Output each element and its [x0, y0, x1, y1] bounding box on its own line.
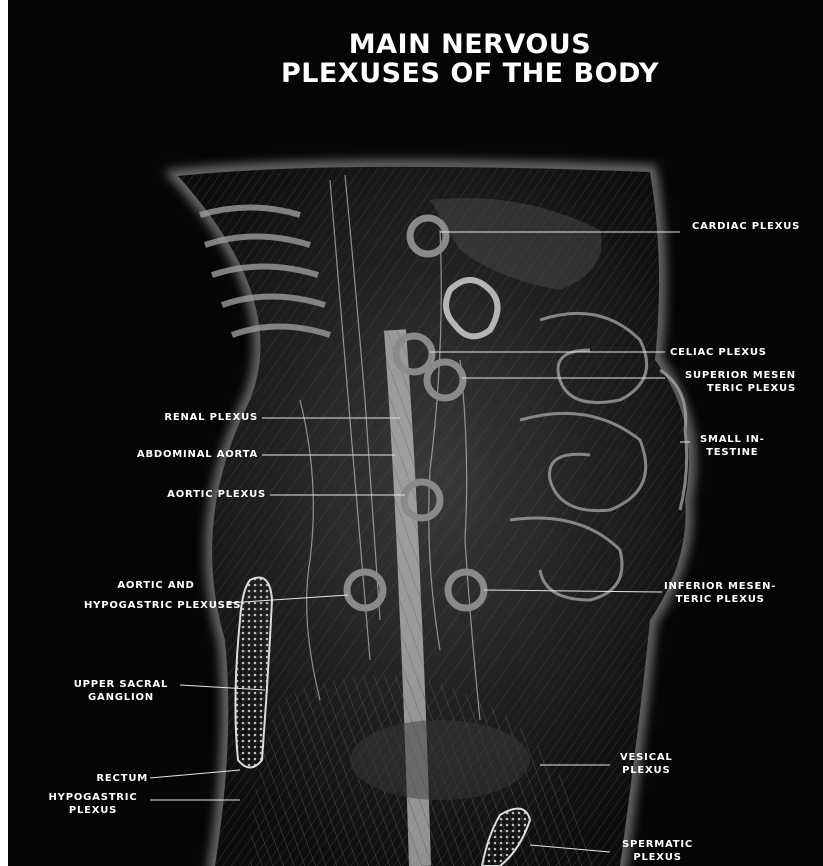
label-aortic-and-line2: HYPOGASTRIC PLEXUSES — [84, 599, 228, 612]
label-renal-plexus-text: RENAL PLEXUS — [130, 411, 258, 424]
label-rectum-text: RECTUM — [60, 772, 148, 785]
label-inferior-mesenteric-line2: TERIC PLEXUS — [664, 593, 776, 606]
label-celiac-plexus: CELIAC PLEXUS — [670, 346, 767, 359]
title-line-1: MAIN NERVOUS — [210, 30, 730, 59]
label-abdominal-aorta-text: ABDOMINAL AORTA — [100, 448, 258, 461]
label-vesical-plexus: VESICAL PLEXUS — [620, 751, 673, 777]
label-superior-mesenteric-line1: SUPERIOR MESEN — [685, 369, 796, 382]
label-small-intestine: SMALL IN- TESTINE — [700, 433, 765, 459]
label-small-intestine-line1: SMALL IN- — [700, 433, 765, 446]
label-cardiac-plexus-text: CARDIAC PLEXUS — [692, 220, 800, 233]
label-rectum: RECTUM — [60, 772, 148, 785]
label-vesical-line1: VESICAL — [620, 751, 673, 764]
label-spermatic-plexus: SPERMATIC PLEXUS — [622, 838, 693, 864]
label-upper-sacral-line1: UPPER SACRAL — [62, 678, 180, 691]
label-abdominal-aorta: ABDOMINAL AORTA — [100, 448, 258, 461]
label-spermatic-line1: SPERMATIC — [622, 838, 693, 851]
label-aortic-and-hypogastric-plexuses: AORTIC AND HYPOGASTRIC PLEXUSES — [84, 579, 228, 612]
label-superior-mesenteric-plexus: SUPERIOR MESEN TERIC PLEXUS — [685, 369, 796, 395]
label-celiac-plexus-text: CELIAC PLEXUS — [670, 346, 767, 359]
label-upper-sacral-line2: GANGLION — [62, 691, 180, 704]
label-aortic-plexus-text: AORTIC PLEXUS — [120, 488, 266, 501]
label-renal-plexus: RENAL PLEXUS — [130, 411, 258, 424]
label-hypogastric-line2: PLEXUS — [34, 804, 152, 817]
label-hypogastric-line1: HYPOGASTRIC — [34, 791, 152, 804]
label-aortic-and-line1: AORTIC AND — [84, 579, 228, 592]
label-aortic-plexus: AORTIC PLEXUS — [120, 488, 266, 501]
label-upper-sacral-ganglion: UPPER SACRAL GANGLION — [62, 678, 180, 704]
page-title: MAIN NERVOUS PLEXUSES OF THE BODY — [210, 30, 730, 88]
label-inferior-mesenteric-line1: INFERIOR MESEN- — [664, 580, 776, 593]
label-cardiac-plexus: CARDIAC PLEXUS — [692, 220, 800, 233]
label-hypogastric-plexus: HYPOGASTRIC PLEXUS — [34, 791, 152, 817]
label-small-intestine-line2: TESTINE — [700, 446, 765, 459]
title-line-2: PLEXUSES OF THE BODY — [210, 59, 730, 88]
label-spermatic-line2: PLEXUS — [622, 851, 693, 864]
label-superior-mesenteric-line2: TERIC PLEXUS — [685, 382, 796, 395]
label-inferior-mesenteric-plexus: INFERIOR MESEN- TERIC PLEXUS — [664, 580, 776, 606]
label-vesical-line2: PLEXUS — [620, 764, 673, 777]
